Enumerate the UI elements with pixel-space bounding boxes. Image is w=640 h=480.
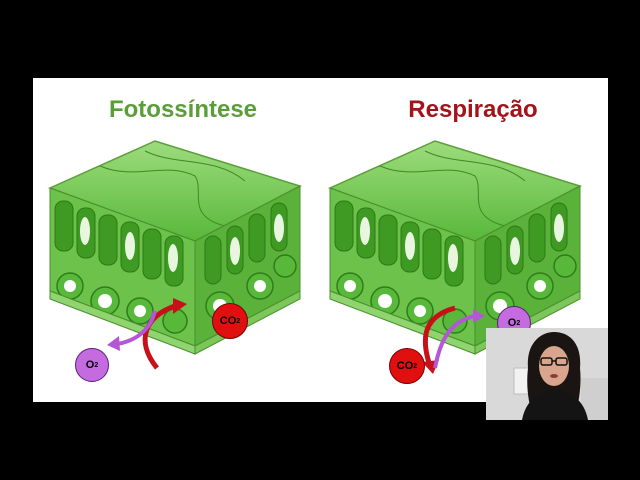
o2-subscript-right: 2	[516, 320, 520, 327]
co2-label-right: CO	[397, 360, 414, 372]
o2-label: O	[86, 359, 95, 371]
title-respiration: Respiração	[363, 96, 583, 124]
co2-subscript-right: 2	[413, 363, 417, 370]
co2-label: CO	[220, 315, 237, 327]
o2-subscript: 2	[94, 362, 98, 369]
title-photosynthesis: Fotossíntese	[73, 96, 293, 124]
co2-subscript: 2	[236, 318, 240, 325]
presenter-video	[486, 328, 608, 420]
webcam-overlay	[486, 328, 608, 420]
leaf-illustration-left	[45, 136, 313, 376]
